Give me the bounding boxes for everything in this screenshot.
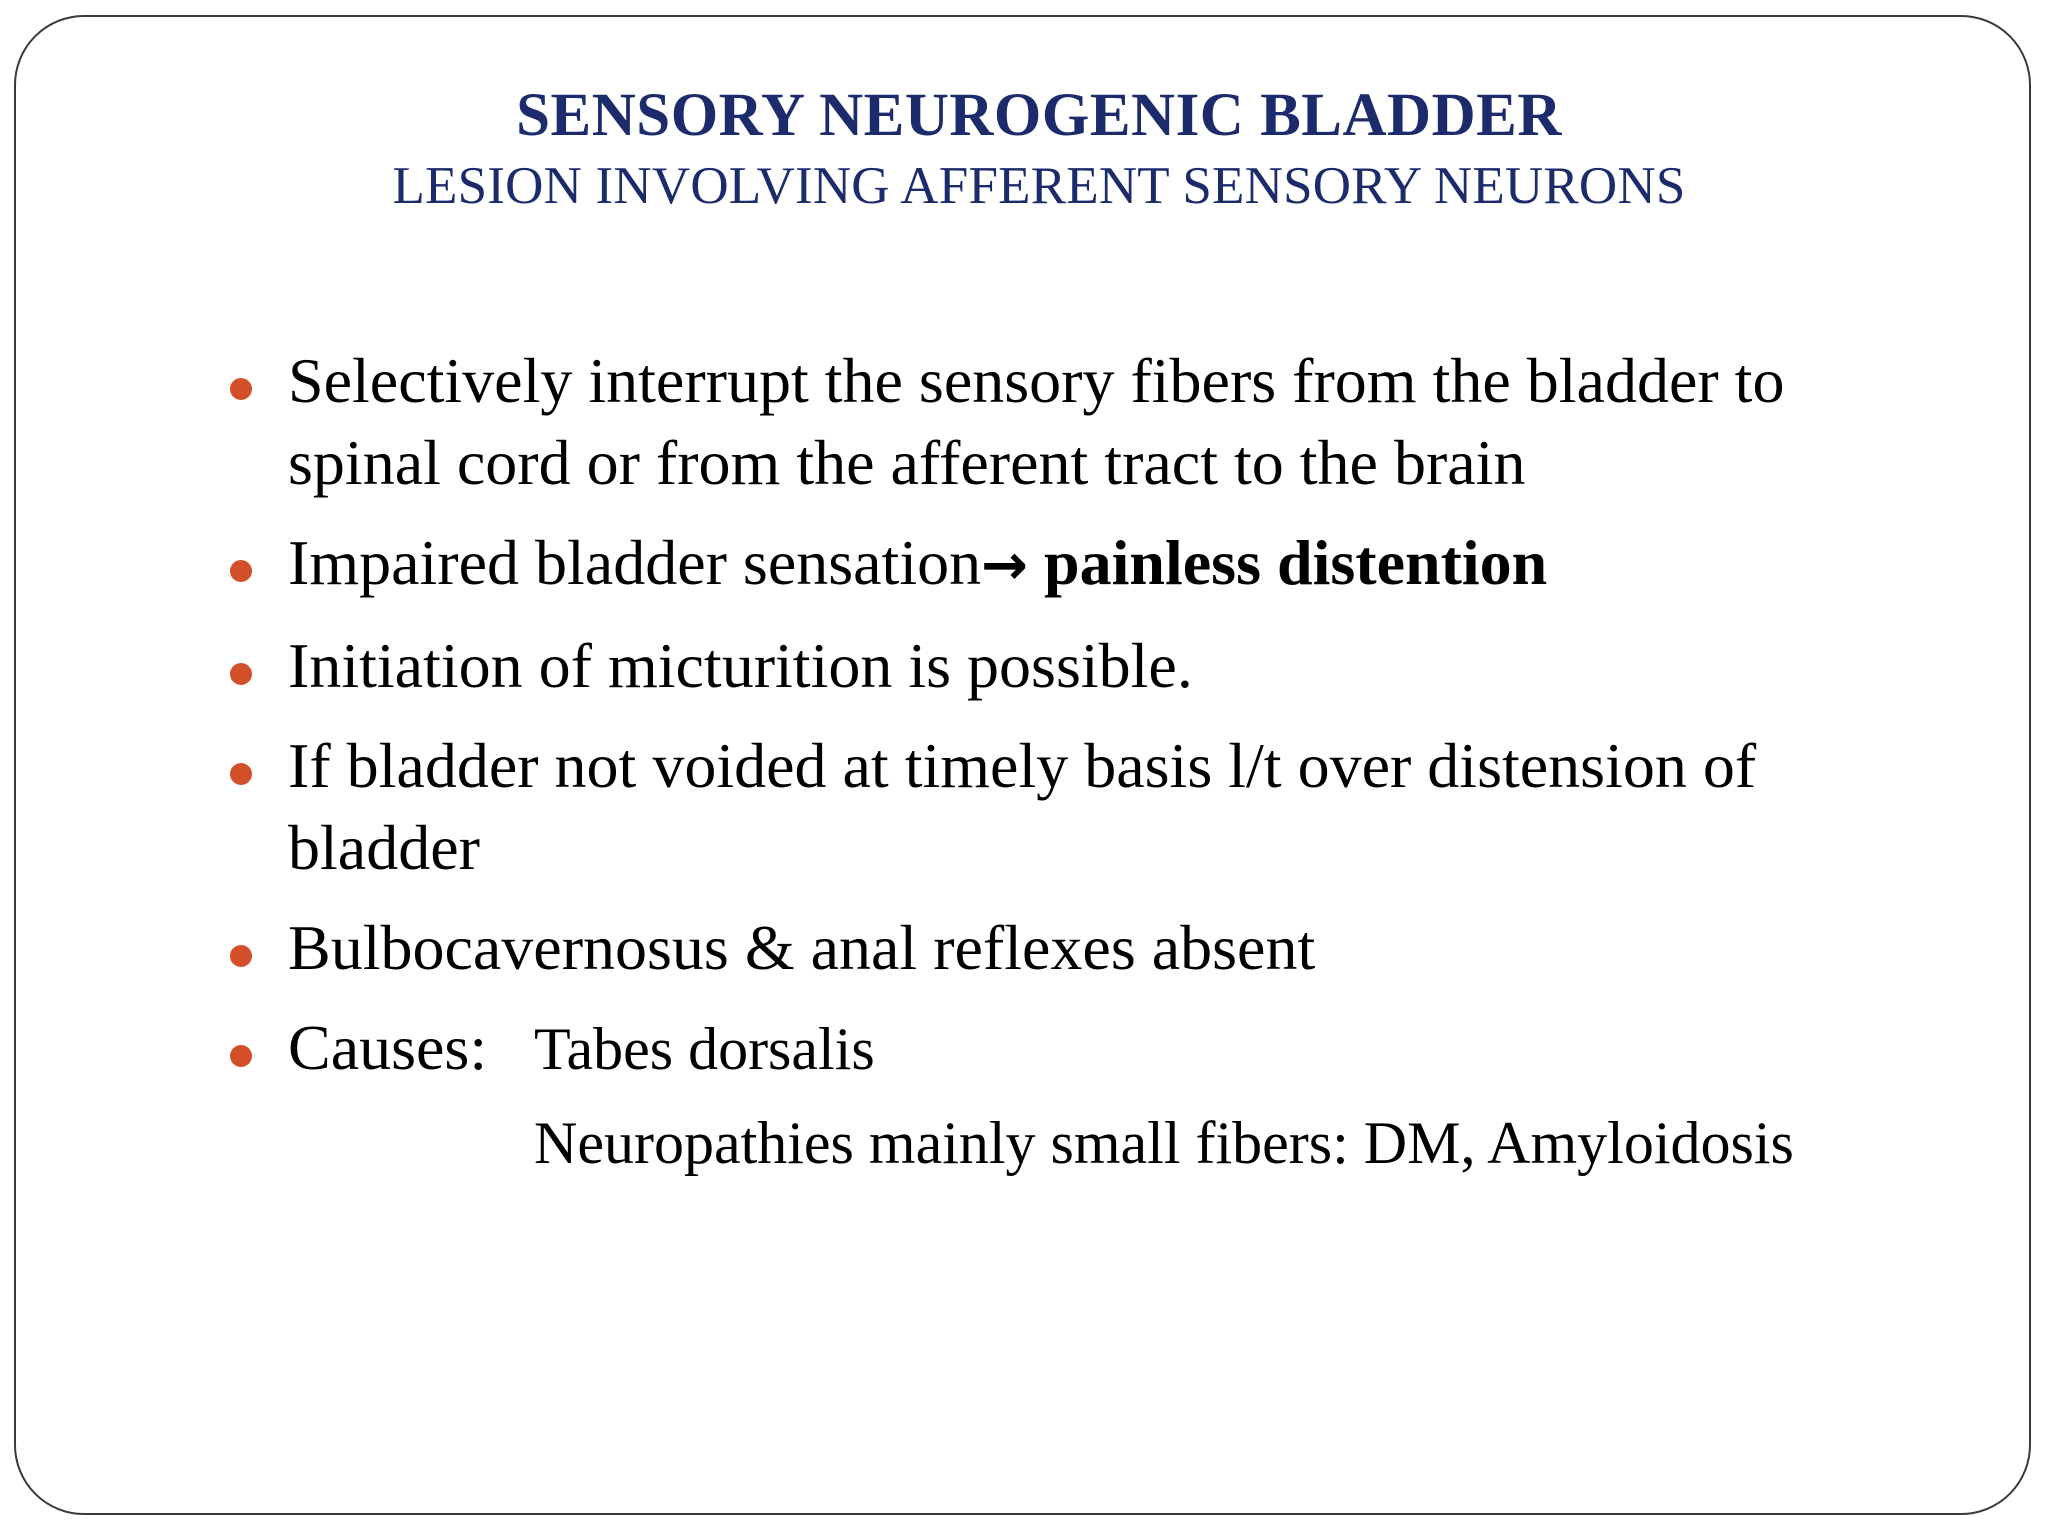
bullet-dot-icon: [230, 1045, 252, 1067]
cause-item: Tabes dorsalis: [534, 1016, 875, 1082]
bullet-item: Initiation of micturition is possible.: [230, 625, 1910, 707]
bullet-text: Initiation of micturition is possible.: [288, 630, 1193, 701]
bullet-text: Bulbocavernosus & anal reflexes absent: [288, 912, 1316, 983]
bullet-text: If bladder not voided at timely basis l/…: [288, 730, 1757, 883]
title-block: SENSORY NEUROGENIC BLADDER LESION INVOLV…: [0, 80, 2048, 220]
bullet-item-causes: Causes: Tabes dorsalis Neuropathies mainl…: [230, 1007, 1910, 1184]
bullet-dot-icon: [230, 763, 252, 785]
arrow-right-icon: →: [981, 533, 1029, 598]
bullet-item: Impaired bladder sensation→ painless dis…: [230, 522, 1910, 607]
bullet-dot-icon: [230, 945, 252, 967]
bullet-item: Bulbocavernosus & anal reflexes absent: [230, 907, 1910, 989]
bullet-dot-icon: [230, 560, 252, 582]
slide-subtitle: LESION INVOLVING AFFERENT SENSORY NEURON…: [392, 157, 1686, 215]
slide-title: SENSORY NEUROGENIC BLADDER: [516, 82, 1562, 149]
bullet-bold-text: painless distention: [1028, 527, 1548, 598]
causes-label: Causes:: [288, 1012, 488, 1083]
causes-row: Causes: Tabes dorsalis: [288, 1007, 1910, 1090]
bullet-dot-icon: [230, 663, 252, 685]
bullet-text: Impaired bladder sensation: [288, 527, 982, 598]
bullet-item: If bladder not voided at timely basis l/…: [230, 725, 1910, 889]
cause-item: Neuropathies mainly small fibers: DM, Am…: [534, 1110, 1794, 1176]
bullet-item: Selectively interrupt the sensory fibers…: [230, 340, 1910, 504]
slide-frame: [14, 15, 2031, 1515]
bullet-text: Selectively interrupt the sensory fibers…: [288, 345, 1785, 498]
bullet-dot-icon: [230, 378, 252, 400]
bullet-list: Selectively interrupt the sensory fibers…: [230, 340, 1910, 1202]
